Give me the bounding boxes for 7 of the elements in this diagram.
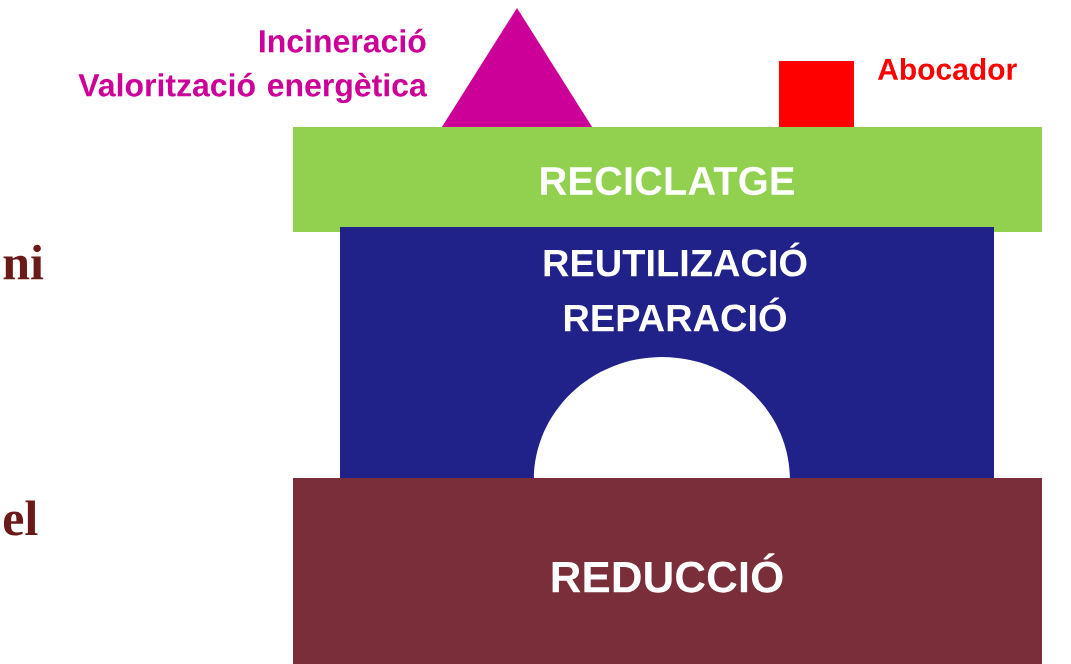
arch-block: REUTILIZACIÓ REPARACIÓ bbox=[340, 227, 994, 480]
clipped-word: ni bbox=[3, 244, 44, 280]
shape-caption: Abocador bbox=[877, 58, 1017, 80]
band: RECICLATGE bbox=[293, 127, 1042, 232]
shape-caption: Incineració Valorització energètica bbox=[78, 28, 427, 104]
clipped-word: el bbox=[3, 500, 38, 536]
band: REDUCCIÓ bbox=[293, 478, 1042, 664]
